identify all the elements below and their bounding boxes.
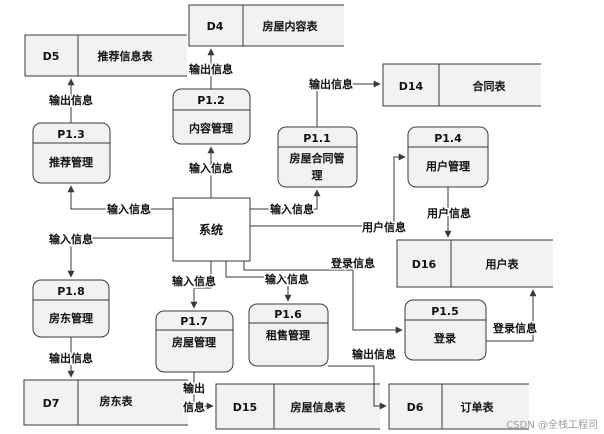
flow-label-sys-to-p11: 输入信息 — [270, 202, 314, 216]
process-p18: P1.8 房东管理 — [32, 279, 110, 338]
flow-sys-to-p11 — [250, 189, 321, 210]
process-p17-name: 房屋管理 — [172, 335, 216, 349]
flow-sys-to-p15 — [243, 261, 403, 334]
process-p11-name-line2: 理 — [312, 169, 323, 182]
store-d16-name: 用户表 — [486, 257, 520, 271]
process-p11-id: P1.1 — [303, 132, 331, 145]
system-label: 系统 — [199, 222, 223, 237]
store-d5-name: 推荐信息表 — [98, 49, 154, 63]
flow-label-p14-to-d16: 用户信息 — [427, 206, 471, 220]
flow-labels: 输出信息 输出信息 输出信息 输入信息 输入信息 输入信息 用户信息 用户信息 … — [48, 61, 539, 416]
store-d14: D14 合同表 — [382, 63, 541, 107]
process-p12-id: P1.2 — [197, 94, 225, 107]
flow-sys-to-p16 — [225, 261, 292, 302]
process-p12-name: 内容管理 — [189, 121, 233, 135]
store-d16: D16 用户表 — [396, 239, 553, 288]
flow-sys-to-p13 — [67, 185, 173, 210]
flow-label-sys-to-p17: 输入信息 — [172, 274, 216, 288]
store-d5: D5 推荐信息表 — [24, 34, 187, 77]
flow-p17-to-d15 — [193, 372, 214, 410]
process-p14-name: 用户管理 — [426, 159, 470, 173]
process-p13: P1.3 推荐管理 — [32, 122, 111, 184]
store-d7: D7 房东表 — [23, 379, 188, 426]
process-p15-id: P1.5 — [431, 305, 459, 318]
flow-label-p11-to-d14: 输出信息 — [309, 77, 353, 91]
flow-label-sys-to-p18: 输入信息 — [49, 232, 93, 246]
process-p15: P1.5 登录 — [404, 299, 487, 361]
flow-label-sys-to-p14: 用户信息 — [362, 220, 406, 234]
flow-label-sys-to-p13: 输入信息 — [107, 202, 151, 216]
store-d4: D4 房屋内容表 — [188, 4, 344, 47]
store-d6: D6 订单表 — [388, 383, 529, 430]
process-p18-name: 房东管理 — [49, 311, 93, 325]
process-p16-name: 租售管理 — [266, 328, 310, 342]
flow-label-sys-to-p12: 输入信息 — [189, 161, 233, 175]
store-d15-name: 房屋信息表 — [291, 400, 347, 414]
flow-sys-to-p14 — [250, 153, 406, 227]
flow-sys-to-p17 — [190, 261, 212, 309]
flows — [67, 48, 537, 410]
process-p12: P1.2 内容管理 — [172, 88, 251, 145]
process-p18-id: P1.8 — [57, 285, 85, 298]
store-d7-id: D7 — [43, 397, 60, 410]
store-d5-id: D5 — [43, 50, 60, 63]
flow-p15-to-d16 — [486, 289, 537, 342]
store-d14-name: 合同表 — [473, 79, 507, 93]
process-p16: P1.6 租售管理 — [248, 303, 329, 367]
store-d4-name: 房屋内容表 — [263, 19, 319, 33]
flow-label-p15-to-d16: 登录信息 — [492, 321, 537, 335]
store-d15: D15 房屋信息表 — [215, 383, 380, 430]
store-d6-name: 订单表 — [461, 400, 495, 414]
store-d16-id: D16 — [412, 258, 437, 271]
process-p11: P1.1 房屋合同管 理 — [277, 126, 358, 188]
process-p13-id: P1.3 — [57, 128, 85, 141]
flow-label-sys-to-p15: 登录信息 — [330, 256, 375, 270]
flow-label-sys-to-p16: 输入信息 — [265, 272, 309, 286]
system-box: 系统 — [172, 197, 251, 262]
process-p11-name-line1: 房屋合同管 — [290, 151, 345, 165]
flow-label-p16-to-d6: 输出信息 — [352, 347, 396, 361]
flow-label-p12-to-d4: 输出信息 — [189, 62, 233, 76]
process-p16-id: P1.6 — [274, 308, 302, 321]
store-d7-name: 房东表 — [100, 394, 134, 408]
store-d14-id: D14 — [399, 80, 424, 93]
process-p17: P1.7 房屋管理 — [155, 310, 234, 373]
store-d4-id: D4 — [207, 20, 224, 33]
watermark: CSDN @全栈工程司 — [506, 418, 598, 431]
process-p13-name: 推荐管理 — [49, 155, 93, 169]
process-p14-id: P1.4 — [434, 132, 462, 145]
process-p17-id: P1.7 — [180, 315, 208, 328]
store-d6-id: D6 — [407, 401, 424, 414]
flow-p11-to-d14 — [316, 80, 381, 127]
process-p15-name: 登录 — [433, 331, 456, 345]
flow-sys-to-p18 — [67, 237, 173, 278]
store-d15-id: D15 — [233, 401, 257, 414]
flow-label-p13-to-d5: 输出信息 — [49, 93, 93, 107]
flow-label-p17-to-d15-line2: 信息 — [183, 400, 205, 414]
flow-label-p18-to-d7: 输出信息 — [49, 351, 93, 365]
flow-label-p17-to-d15-line1: 输出 — [183, 381, 205, 395]
flow-p16-to-d6 — [328, 365, 387, 410]
process-p14: P1.4 用户管理 — [407, 126, 489, 188]
